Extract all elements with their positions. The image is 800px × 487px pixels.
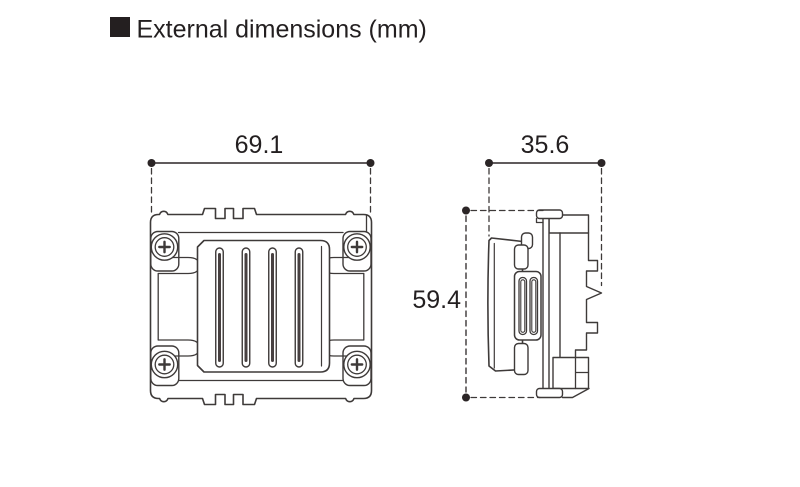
side-view <box>487 209 603 399</box>
dimension-endpoint-dot <box>462 393 470 402</box>
screw-bottom-left <box>150 350 179 379</box>
side-upper-bracket <box>513 244 529 270</box>
section-title: External dimensions (mm) <box>110 16 427 44</box>
side-bottom-cap <box>535 387 564 399</box>
connector-slot-left-inner <box>520 279 526 333</box>
side-top-cap-step <box>535 217 544 224</box>
screw-bottom-right <box>343 350 371 379</box>
side-connector <box>513 270 542 341</box>
side-bottom-block-lines <box>574 356 590 390</box>
dimension-endpoint-dot <box>462 206 470 215</box>
nozzle-slot-2 <box>241 247 251 368</box>
dimension-endpoint-dot <box>366 159 375 167</box>
side-lower-bracket <box>513 342 529 376</box>
side-width-label: 35.6 <box>521 131 570 159</box>
side-spine <box>542 214 550 392</box>
front-width-label: 69.1 <box>235 131 284 159</box>
phillips-cross-icon <box>158 358 171 371</box>
dimension-endpoint-dot <box>485 159 493 167</box>
side-height-dimension: 59.4 <box>412 206 544 402</box>
page-title: External dimensions (mm) <box>137 16 427 44</box>
screw-top-right <box>343 233 371 261</box>
nozzle-slot-1 <box>215 247 224 368</box>
side-height-label: 59.4 <box>412 286 461 314</box>
side-right-profile <box>574 232 603 359</box>
screw-top-left <box>150 233 179 261</box>
side-width-dimension: 35.6 <box>485 131 606 287</box>
front-width-dimension: 69.1 <box>147 131 375 214</box>
connector-slot-right-inner <box>531 279 537 333</box>
side-top-cap <box>535 209 564 220</box>
phillips-cross-icon <box>350 358 364 371</box>
phillips-cross-icon <box>350 240 364 254</box>
dimension-endpoint-dot <box>597 159 606 167</box>
side-bottom-chamfer <box>561 387 590 399</box>
phillips-cross-icon <box>158 240 171 254</box>
connector-slot-left <box>518 276 528 336</box>
nozzle-slot-3 <box>268 247 277 368</box>
title-bullet-square-icon <box>110 17 130 37</box>
front-view <box>149 207 373 406</box>
nozzle-slot-4 <box>294 247 304 368</box>
connector-slot-right <box>529 276 539 336</box>
nozzle-panel <box>196 239 331 373</box>
dimension-endpoint-dot <box>147 159 156 167</box>
